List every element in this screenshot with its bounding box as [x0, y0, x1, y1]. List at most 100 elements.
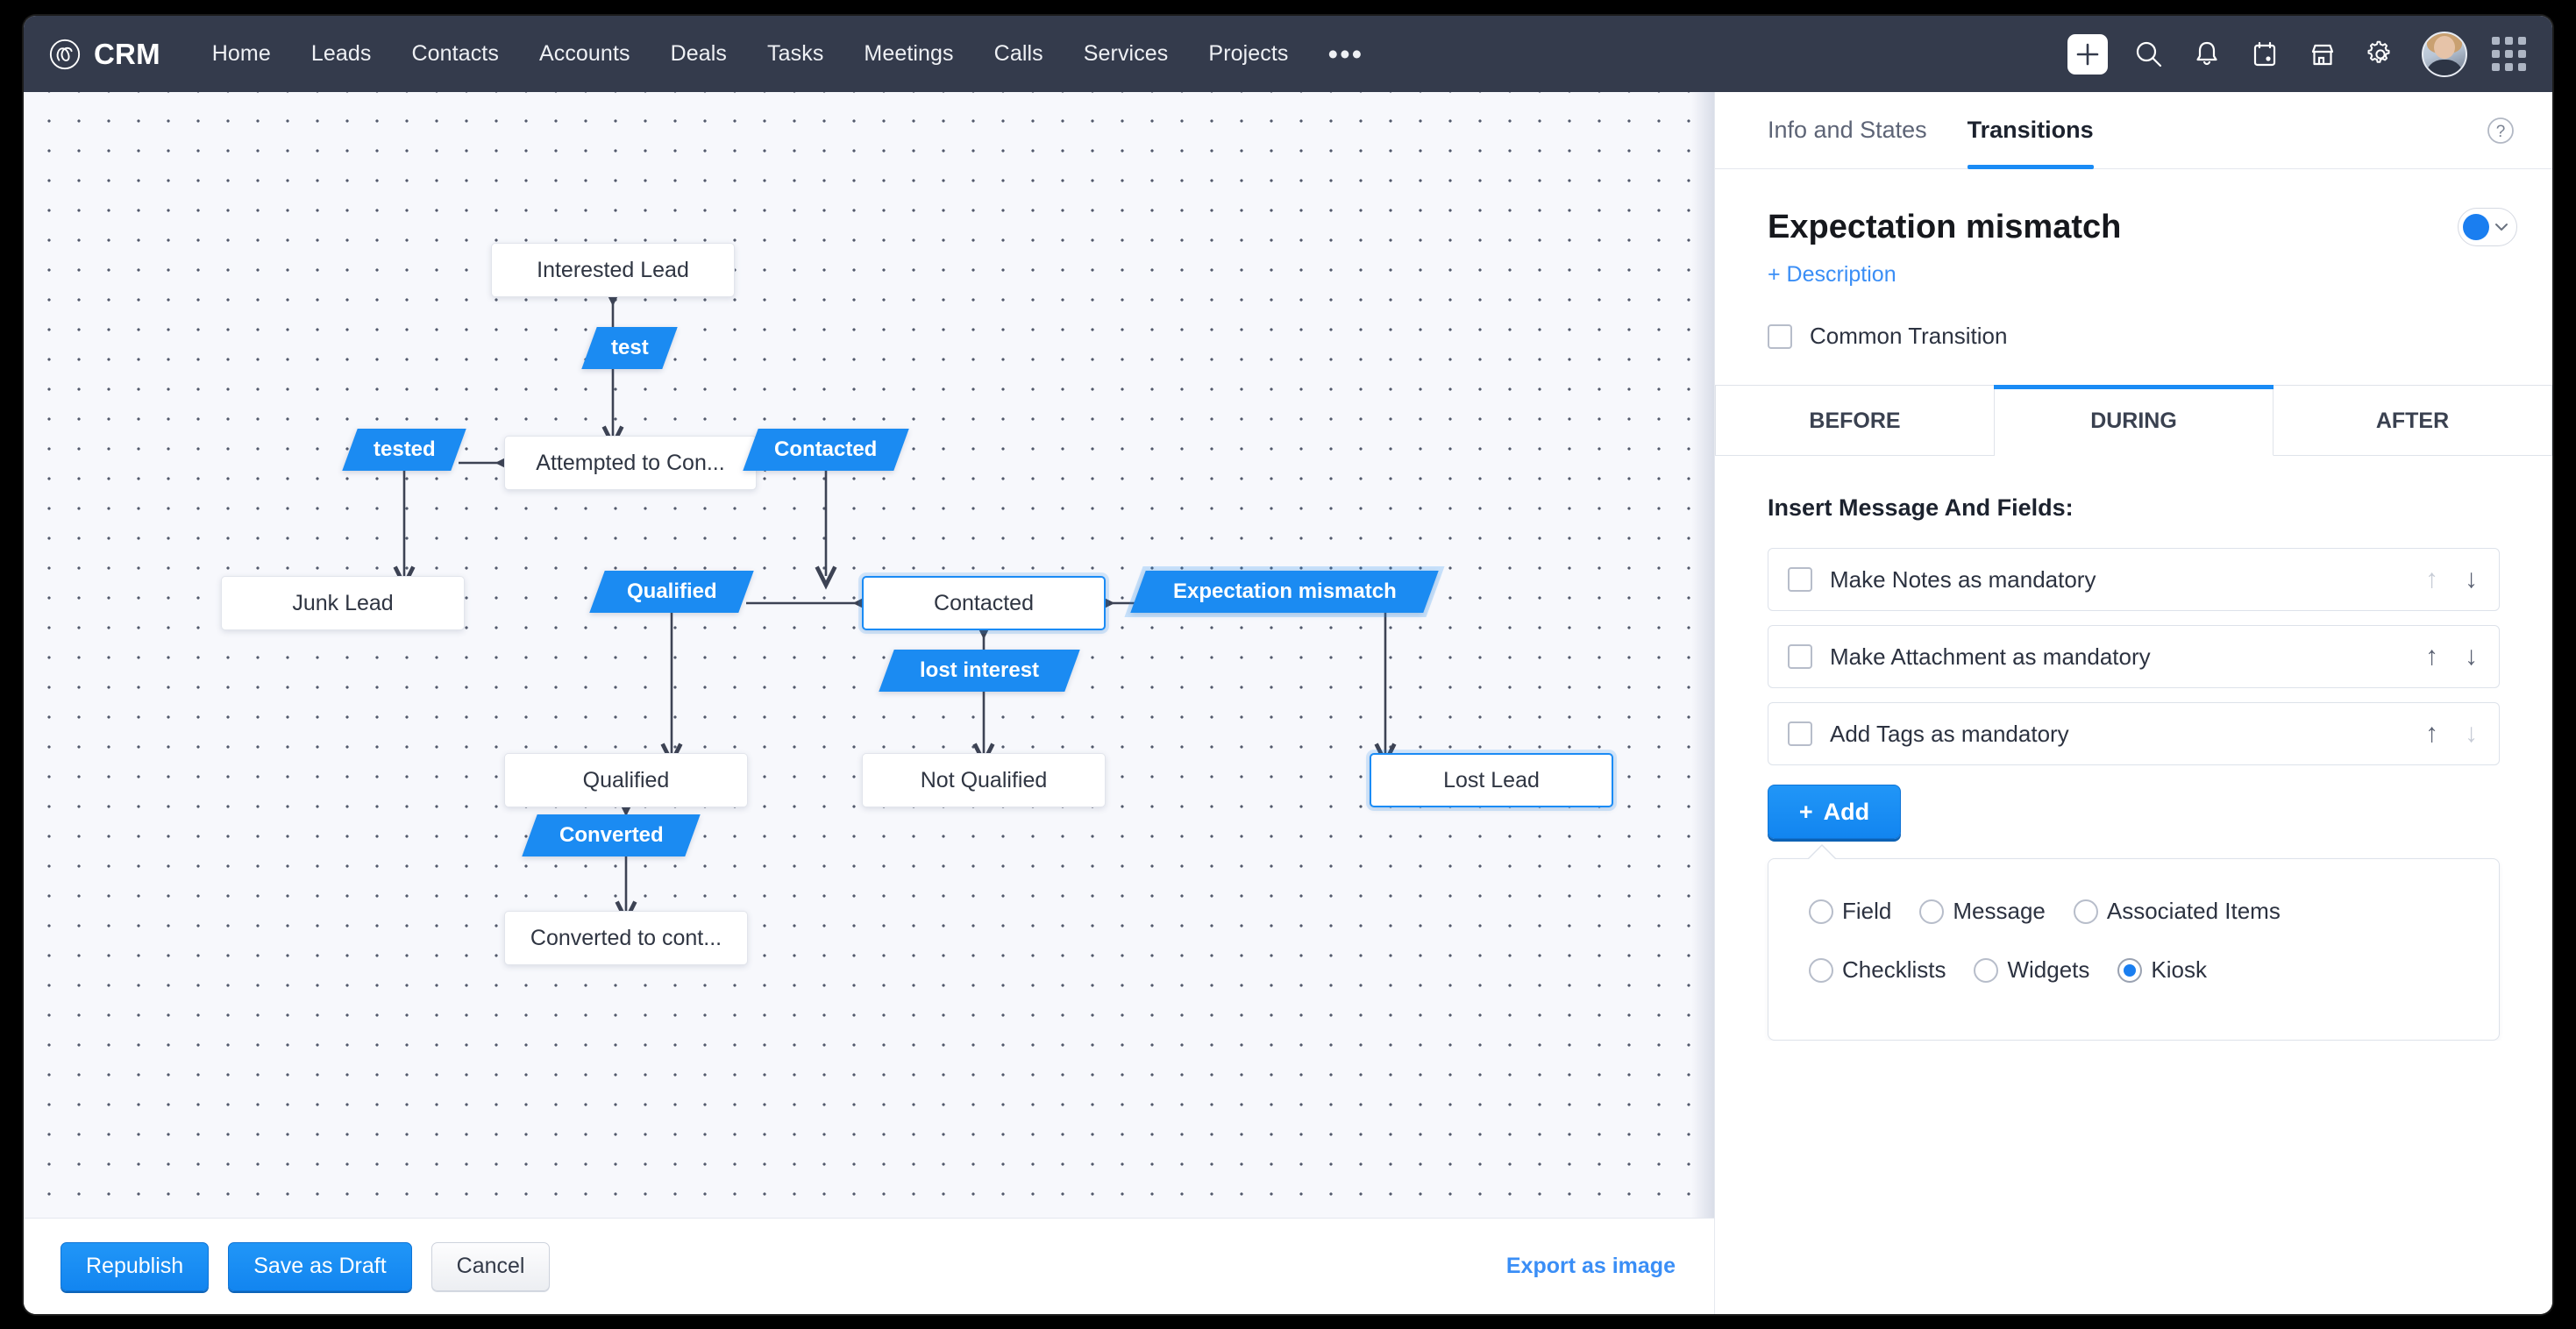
details-panel: Info and States Transitions ? Expectatio…: [1714, 92, 2552, 1314]
state-node-converted-to-contact[interactable]: Converted to cont...: [504, 911, 748, 965]
state-node-contacted[interactable]: Contacted: [862, 576, 1106, 630]
common-transition-label[interactable]: Common Transition: [1810, 323, 2008, 349]
field-row[interactable]: Make Notes as mandatory ↑ ↓: [1768, 548, 2500, 611]
state-node-not-qualified[interactable]: Not Qualified: [862, 753, 1106, 807]
save-as-draft-button[interactable]: Save as Draft: [228, 1241, 412, 1291]
radio-associated-items-indicator: [2073, 899, 2098, 924]
nav-link-meetings[interactable]: Meetings: [864, 41, 954, 66]
tab-during[interactable]: DURING: [1994, 385, 2274, 456]
state-node-qualified[interactable]: Qualified: [504, 753, 748, 807]
calendar-icon[interactable]: [2248, 38, 2281, 71]
crm-logo-icon: [49, 39, 81, 69]
state-node-label: Junk Lead: [292, 590, 394, 615]
add-field-button[interactable]: + Add: [1768, 785, 1901, 839]
stage-tab-bar: BEFORE DURING AFTER: [1715, 385, 2552, 456]
move-down-icon[interactable]: ↓: [2465, 565, 2478, 593]
bell-icon[interactable]: [2190, 38, 2224, 71]
radio-associated-items-label: Associated Items: [2106, 898, 2281, 924]
nav-link-accounts[interactable]: Accounts: [538, 41, 630, 66]
transition-chip-label: Converted: [559, 823, 664, 847]
field-row[interactable]: Add Tags as mandatory ↑ ↓: [1768, 702, 2500, 765]
toggle-knob: [2463, 214, 2489, 240]
state-node-label: Attempted to Con...: [536, 450, 725, 475]
plus-icon: +: [1798, 798, 1813, 825]
state-node-lost-lead[interactable]: Lost Lead: [1370, 753, 1613, 807]
nav-link-contacts[interactable]: Contacts: [411, 41, 499, 66]
radio-kiosk[interactable]: Kiosk: [2117, 956, 2207, 984]
transition-chip-contacted-trans[interactable]: Contacted: [743, 429, 909, 471]
nav-link-calls[interactable]: Calls: [993, 41, 1043, 66]
state-node-attempted-to-contact[interactable]: Attempted to Con...: [504, 436, 757, 490]
search-icon[interactable]: [2132, 38, 2166, 71]
tab-info-and-states[interactable]: Info and States: [1768, 117, 1927, 143]
move-up-icon[interactable]: ↑: [2425, 565, 2438, 593]
radio-widgets-indicator: [1974, 957, 1999, 983]
tab-transitions[interactable]: Transitions: [1967, 92, 2094, 169]
move-down-icon[interactable]: ↓: [2465, 719, 2478, 748]
canvas-footer: Republish Save as Draft Cancel Export as…: [24, 1218, 1714, 1314]
radio-checklists[interactable]: Checklists: [1809, 956, 1946, 984]
transition-enabled-toggle[interactable]: [2458, 208, 2517, 246]
transition-chip-label: tested: [373, 437, 436, 461]
radio-field[interactable]: Field: [1809, 898, 1891, 925]
add-button-label: Add: [1823, 798, 1870, 825]
transition-chip-qualified-trans[interactable]: Qualified: [589, 571, 754, 613]
panel-content: Insert Message And Fields: Make Notes as…: [1715, 456, 2552, 1041]
common-transition-checkbox[interactable]: [1768, 323, 1792, 349]
marketplace-icon[interactable]: [2306, 38, 2339, 71]
transition-chip-test[interactable]: test: [581, 327, 678, 369]
move-up-icon[interactable]: ↑: [2425, 719, 2438, 748]
state-node-interested-lead[interactable]: Interested Lead: [491, 243, 735, 297]
nav-link-deals[interactable]: Deals: [670, 41, 728, 66]
state-node-label: Contacted: [934, 590, 1034, 615]
transition-chip-label: lost interest: [919, 658, 1040, 682]
nav-link-leads[interactable]: Leads: [310, 41, 372, 66]
move-up-icon[interactable]: ↑: [2425, 642, 2438, 671]
plus-icon: [2076, 43, 2099, 65]
state-node-label: Interested Lead: [537, 257, 689, 282]
brand[interactable]: CRM: [48, 38, 160, 71]
radio-widgets-label: Widgets: [2007, 956, 2090, 983]
field-row-checkbox[interactable]: [1788, 567, 1812, 592]
field-row[interactable]: Make Attachment as mandatory ↑ ↓: [1768, 625, 2500, 688]
add-description-link[interactable]: + Description: [1768, 262, 1896, 287]
help-circle-icon[interactable]: ?: [2484, 114, 2517, 147]
radio-checklists-indicator: [1809, 957, 1833, 983]
avatar[interactable]: [2422, 31, 2467, 77]
nav-link-projects[interactable]: Projects: [1208, 41, 1289, 66]
transition-chip-expectation-mismatch[interactable]: Expectation mismatch: [1130, 571, 1439, 613]
field-row-arrows: ↑ ↓: [2425, 643, 2478, 670]
field-row-checkbox[interactable]: [1788, 644, 1812, 669]
gear-icon[interactable]: [2364, 38, 2397, 71]
state-node-junk-lead[interactable]: Junk Lead: [221, 576, 465, 630]
radio-widgets[interactable]: Widgets: [1974, 956, 2089, 984]
nav-right-icons: [2067, 31, 2526, 77]
radio-message[interactable]: Message: [1919, 898, 2046, 925]
apps-grid-icon[interactable]: [2492, 37, 2526, 71]
export-as-image-link[interactable]: Export as image: [1505, 1254, 1676, 1278]
add-button[interactable]: [2067, 33, 2108, 75]
radio-field-label: Field: [1842, 898, 1892, 924]
tab-before[interactable]: BEFORE: [1715, 385, 1995, 455]
transition-chip-tested[interactable]: tested: [342, 429, 466, 471]
tab-after[interactable]: AFTER: [2274, 385, 2552, 455]
nav-link-services[interactable]: Services: [1083, 41, 1169, 66]
transition-chip-label: test: [610, 336, 649, 359]
cancel-button[interactable]: Cancel: [431, 1241, 551, 1291]
nav-link-tasks[interactable]: Tasks: [767, 41, 824, 66]
field-row-label: Add Tags as mandatory: [1830, 720, 2069, 747]
app-window: CRM Home Leads Contacts Accounts Deals T…: [24, 16, 2552, 1314]
state-node-label: Converted to cont...: [530, 925, 722, 950]
transition-chip-converted-trans[interactable]: Converted: [522, 814, 701, 856]
move-down-icon[interactable]: ↓: [2465, 642, 2478, 671]
field-row-label: Make Notes as mandatory: [1830, 565, 2096, 593]
radio-associated-items[interactable]: Associated Items: [2073, 898, 2281, 925]
transition-chip-lost-interest[interactable]: lost interest: [879, 650, 1080, 692]
field-row-checkbox[interactable]: [1788, 721, 1812, 746]
nav-link-home[interactable]: Home: [211, 41, 271, 66]
republish-button[interactable]: Republish: [60, 1241, 210, 1291]
radio-checklists-label: Checklists: [1842, 956, 1946, 983]
nav-more-menu-icon[interactable]: •••: [1327, 37, 1364, 70]
svg-text:?: ?: [2496, 123, 2506, 141]
